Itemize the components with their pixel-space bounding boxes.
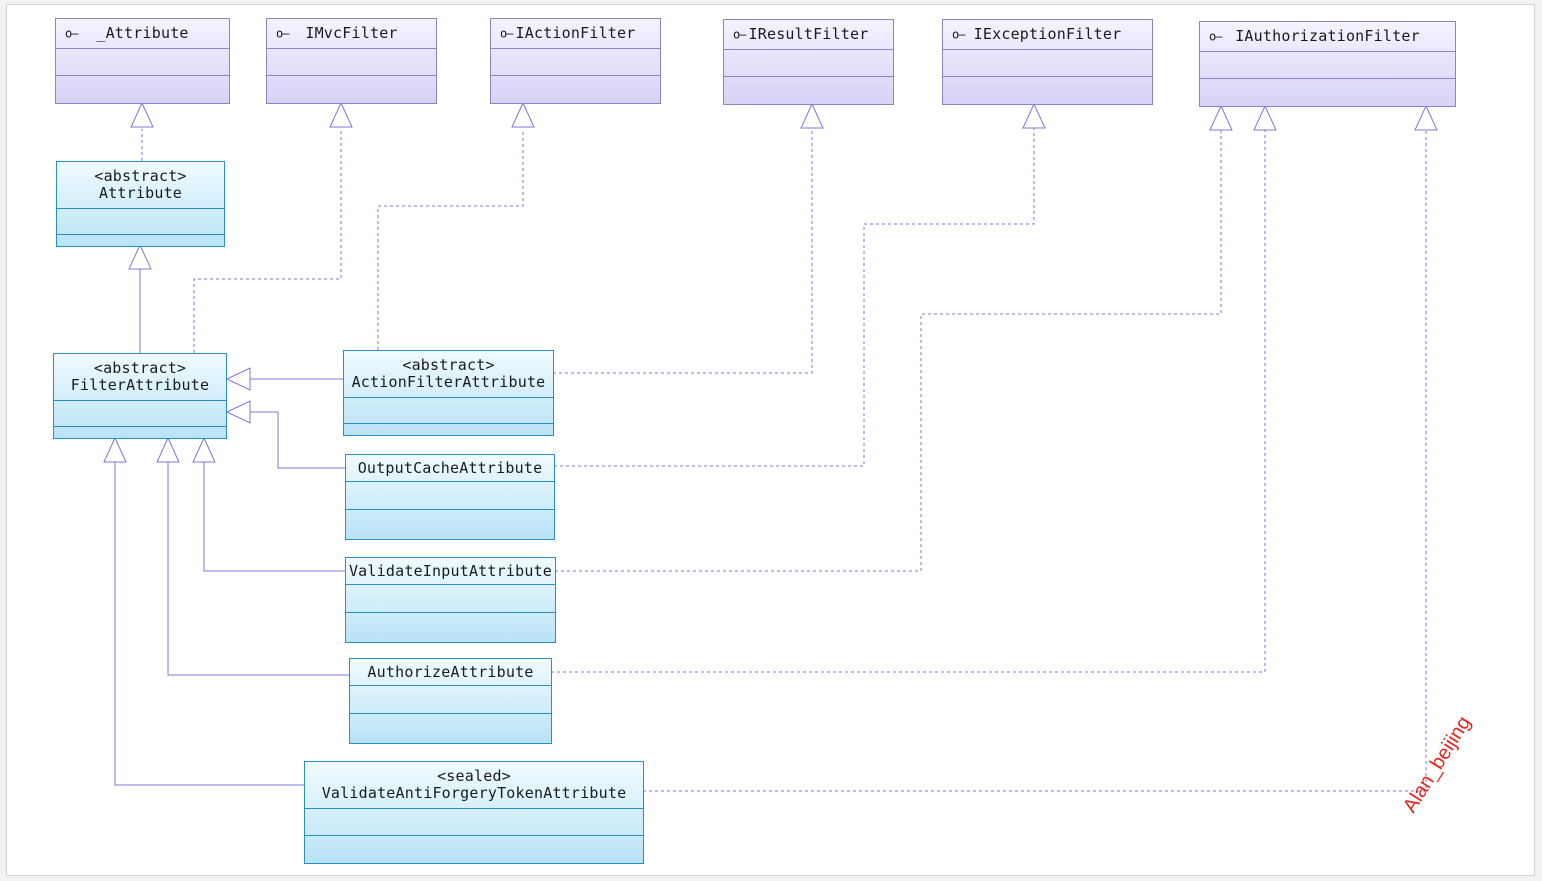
interface-_attribute[interactable]: o— _Attribute: [55, 18, 230, 104]
arrowhead-filter-from-antiforgery: [103, 436, 127, 463]
diagram-canvas: o— _Attribute o— IMvcFilter o— IActionFi…: [6, 4, 1535, 876]
arrowhead-iauthorizationfilter-1: [1209, 104, 1233, 131]
interface-lollipop-icon: o—: [1209, 29, 1222, 43]
class-validateantiforgerytokenattribute[interactable]: <sealed> ValidateAntiForgeryTokenAttribu…: [304, 761, 644, 864]
generalization-outputcache-to-filterattribute: [250, 411, 345, 469]
realization-actionfilterattribute-to-iresultfilter: [553, 128, 813, 374]
interface-lollipop-icon: o—: [500, 26, 513, 40]
relationship-lines: [103, 101, 1438, 792]
generalization-authorize-to-filterattribute: [167, 462, 349, 676]
interface-name: IResultFilter: [748, 25, 869, 43]
arrowhead-filter-from-authorize: [156, 436, 180, 463]
realization-authorize-to-iauthorizationfilter: [551, 130, 1266, 673]
class-name: OutputCacheAttribute: [357, 458, 543, 477]
arrowhead-filter-from-validateinput: [192, 436, 216, 463]
interface-name: IMvcFilter: [305, 24, 398, 42]
class-validateinputattribute[interactable]: ValidateInputAttribute: [345, 557, 556, 643]
class-stereotype: <abstract>: [402, 356, 495, 374]
arrowhead-attribute: [128, 243, 152, 270]
arrowhead-iauthorizationfilter-3: [1414, 104, 1438, 131]
arrowhead-iresultfilter: [800, 102, 824, 129]
interface-lollipop-icon: o—: [733, 27, 746, 41]
arrowhead-iactionfilter: [511, 101, 535, 128]
interface-name: IAuthorizationFilter: [1235, 27, 1420, 45]
generalization-validateinput-to-filterattribute: [203, 462, 345, 572]
realization-outputcache-to-iexceptionfilter: [554, 128, 1035, 467]
class-name: ActionFilterAttribute: [351, 373, 546, 391]
interface-iexceptionfilter[interactable]: o— IExceptionFilter: [942, 19, 1153, 105]
class-attribute[interactable]: <abstract> Attribute: [56, 161, 225, 247]
class-stereotype: <abstract>: [93, 359, 187, 377]
realization-actionfilterattribute-to-iactionfilter: [377, 129, 524, 350]
class-name: ValidateAntiForgeryTokenAttribute: [321, 784, 627, 802]
interface-iauthorizationfilter[interactable]: o— IAuthorizationFilter: [1199, 21, 1456, 107]
class-stereotype: <abstract>: [94, 167, 187, 185]
class-name: FilterAttribute: [70, 376, 210, 394]
arrowhead-iauthorizationfilter-2: [1253, 104, 1277, 131]
interface-iresultfilter[interactable]: o— IResultFilter: [723, 19, 894, 105]
arrowhead-filter-from-actionfilter: [225, 367, 251, 391]
class-filterattribute[interactable]: <abstract> FilterAttribute: [53, 353, 227, 439]
interface-lollipop-icon: o—: [276, 26, 289, 40]
class-name: ValidateInputAttribute: [348, 561, 553, 580]
interface-imvcfilter[interactable]: o— IMvcFilter: [266, 18, 437, 104]
interface-name: IExceptionFilter: [973, 25, 1122, 43]
interface-iactionfilter[interactable]: o— IActionFilter: [490, 18, 661, 104]
interface-name: IActionFilter: [515, 24, 636, 42]
interface-lollipop-icon: o—: [952, 27, 965, 41]
class-name: AuthorizeAttribute: [367, 662, 534, 681]
arrowhead-imvcfilter: [329, 101, 353, 128]
interface-name: _Attribute: [96, 24, 189, 42]
generalization-antiforgery-to-filterattribute: [114, 462, 304, 786]
class-name: Attribute: [98, 184, 183, 202]
realization-validateinput-to-iauthorizationfilter: [555, 130, 1222, 572]
realization-filterattribute-to-imvcfilter: [193, 129, 342, 353]
class-outputcacheattribute[interactable]: OutputCacheAttribute: [345, 454, 555, 540]
realization-antiforgery-to-iauthorizationfilter: [643, 130, 1427, 792]
arrowhead-iexceptionfilter: [1022, 102, 1046, 129]
interface-lollipop-icon: o—: [65, 26, 78, 40]
class-actionfilterattribute[interactable]: <abstract> ActionFilterAttribute: [343, 350, 554, 436]
arrowhead-filter-from-outputcache: [225, 400, 251, 424]
class-stereotype: <sealed>: [437, 767, 511, 785]
class-authorizeattribute[interactable]: AuthorizeAttribute: [349, 658, 552, 744]
arrowhead-_attribute: [130, 101, 154, 128]
